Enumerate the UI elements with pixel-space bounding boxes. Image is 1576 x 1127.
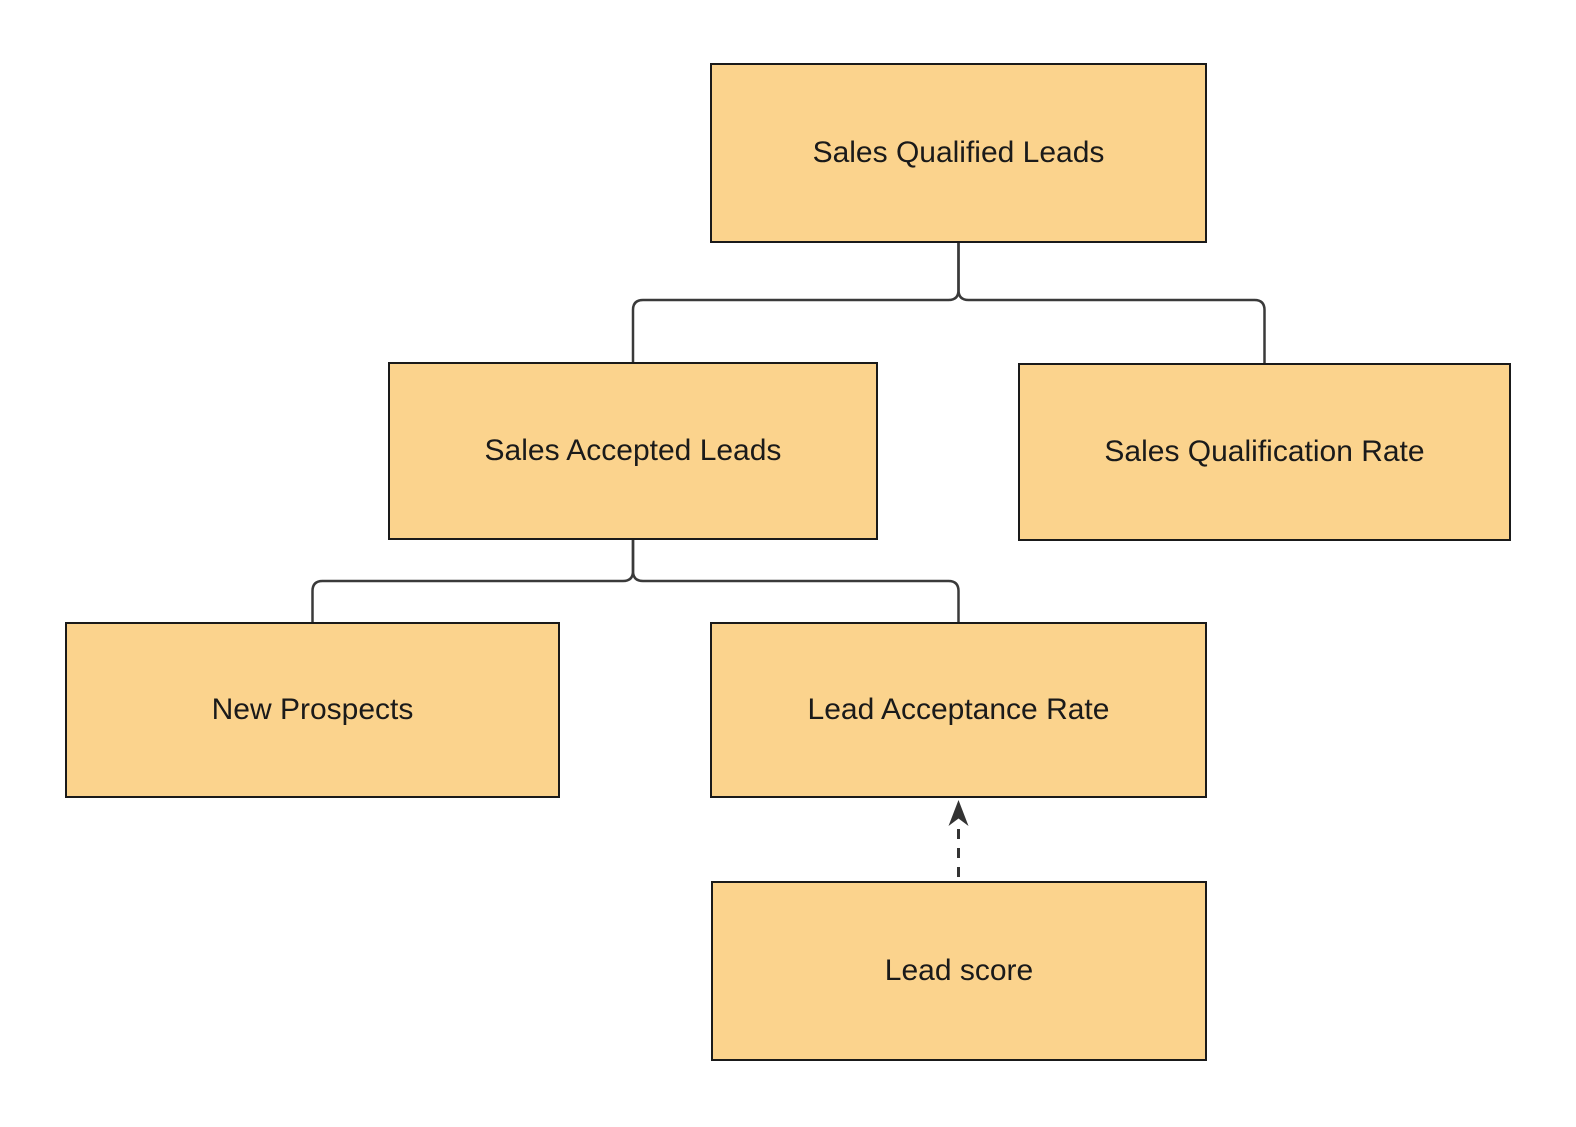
node-label: Sales Accepted Leads — [484, 434, 782, 467]
node-lead-score[interactable]: Lead score — [711, 881, 1207, 1061]
node-sales-qualified-leads[interactable]: Sales Qualified Leads — [710, 63, 1207, 243]
node-new-prospects[interactable]: New Prospects — [65, 622, 560, 798]
node-label: Lead score — [884, 954, 1034, 987]
node-sales-accepted-leads[interactable]: Sales Accepted Leads — [388, 362, 878, 540]
node-lead-acceptance-rate[interactable]: Lead Acceptance Rate — [710, 622, 1207, 798]
node-label: New Prospects — [211, 693, 414, 726]
edge-sql-to-sal — [631, 243, 960, 362]
node-label: Sales Qualification Rate — [1104, 435, 1425, 468]
arrowhead-up-icon — [948, 800, 969, 826]
edge-sal-to-np — [311, 540, 635, 622]
edge-sql-to-sqr — [957, 243, 1266, 363]
edge-sal-to-lar — [631, 540, 960, 622]
node-sales-qualification-rate[interactable]: Sales Qualification Rate — [1018, 363, 1511, 541]
node-label: Lead Acceptance Rate — [807, 693, 1110, 726]
node-label: Sales Qualified Leads — [812, 136, 1105, 169]
